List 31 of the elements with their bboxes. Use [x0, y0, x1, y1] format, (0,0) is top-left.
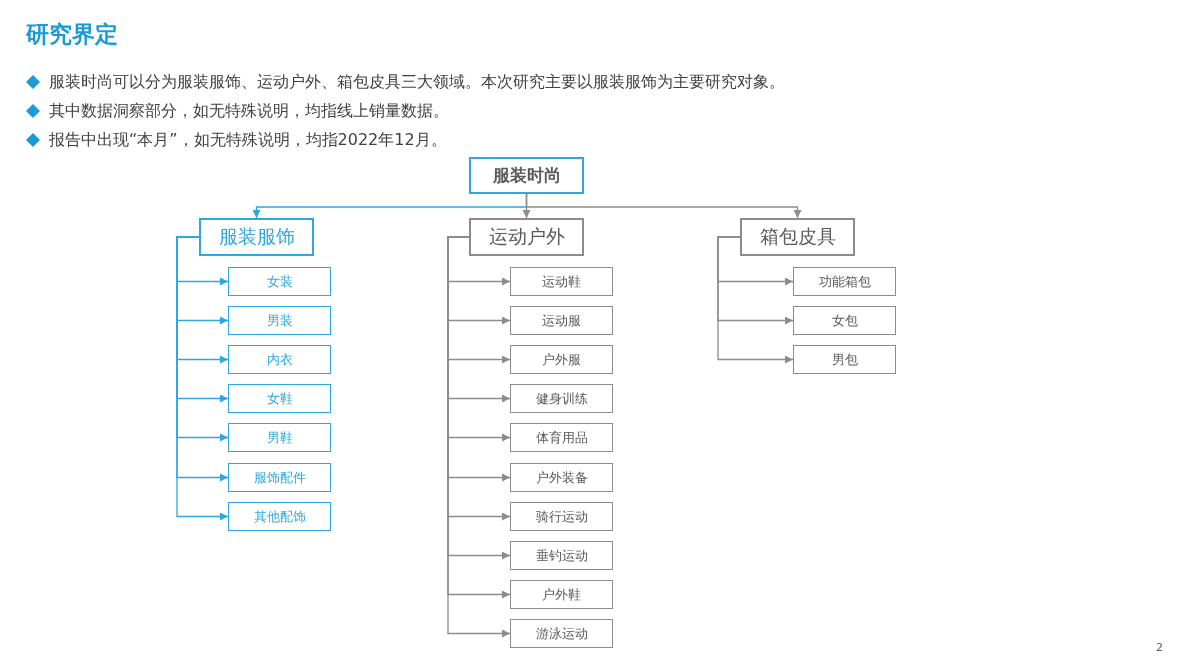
- subcategory-box: 运动服: [510, 306, 613, 335]
- subcategory-box: 内衣: [228, 345, 331, 374]
- page-title: 研究界定: [26, 20, 118, 49]
- subcategory-box: 运动鞋: [510, 267, 613, 296]
- subcategory-box: 户外鞋: [510, 580, 613, 609]
- subcategory-box: 户外装备: [510, 463, 613, 492]
- subcategory-box: 男包: [793, 345, 896, 374]
- category-box: 箱包皮具: [740, 218, 855, 256]
- subcategory-box: 女包: [793, 306, 896, 335]
- connector-arrow: [717, 236, 794, 364]
- subcategory-box: 户外服: [510, 345, 613, 374]
- subcategory-box: 游泳运动: [510, 619, 613, 648]
- subcategory-box: 体育用品: [510, 423, 613, 452]
- root-box: 服装时尚: [469, 157, 584, 194]
- category-box: 服装服饰: [199, 218, 314, 256]
- category-box: 运动户外: [469, 218, 584, 256]
- subcategory-box: 服饰配件: [228, 463, 331, 492]
- subcategory-box: 女鞋: [228, 384, 331, 413]
- page-number: 2: [1156, 641, 1163, 654]
- subcategory-box: 男鞋: [228, 423, 331, 452]
- subcategory-box: 骑行运动: [510, 502, 613, 531]
- subcategory-box: 女装: [228, 267, 331, 296]
- subcategory-box: 男装: [228, 306, 331, 335]
- subcategory-box: 功能箱包: [793, 267, 896, 296]
- subcategory-box: 其他配饰: [228, 502, 331, 531]
- bullet-text: 其中数据洞察部分，如无特殊说明，均指线上销量数据。: [49, 101, 449, 122]
- connector-arrow: [525, 193, 802, 219]
- subcategory-box: 健身训练: [510, 384, 613, 413]
- bullet-text: 报告中出现“本月”，如无特殊说明，均指2022年12月。: [49, 130, 447, 151]
- bullet-text: 服装时尚可以分为服装服饰、运动户外、箱包皮具三大领域。本次研究主要以服装服饰为主要研究对象。: [49, 72, 785, 93]
- subcategory-box: 垂钓运动: [510, 541, 613, 570]
